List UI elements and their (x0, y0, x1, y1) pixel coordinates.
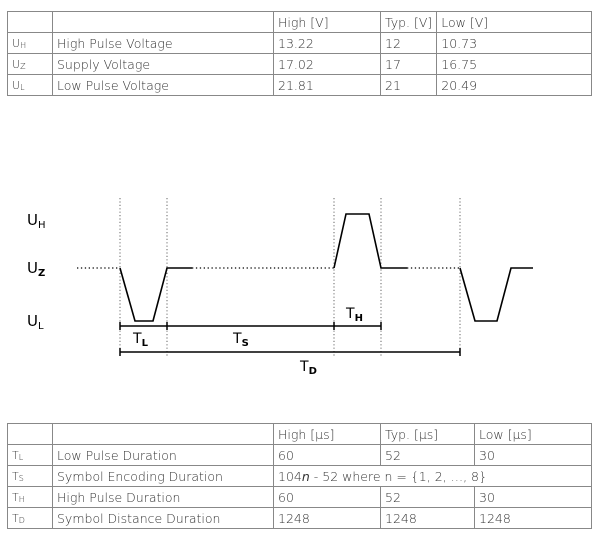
symbol-cell: TL (7, 444, 53, 466)
guide-lines (119, 198, 461, 357)
header-cell (52, 423, 274, 445)
uh-label: UH (27, 211, 46, 231)
low-cell: 20.49 (436, 74, 593, 96)
timing-brackets (120, 325, 460, 353)
header-cell: Typ. [µs] (380, 423, 475, 445)
typ-cell: 52 (380, 444, 475, 466)
header-cell: High [V] (273, 11, 381, 33)
th-label: TH (345, 306, 363, 324)
header-cell (7, 423, 53, 445)
timing-diagram: UH UZ UL TL TS TH TD (27, 198, 533, 377)
typ-cell: 1248 (380, 507, 475, 529)
header-cell: Low [µs] (474, 423, 592, 445)
name-cell: High Pulse Duration (52, 486, 274, 508)
header-cell: Typ. [V] (379, 11, 438, 33)
table-row: UH High Pulse Voltage 13.22 12 10.73 (7, 32, 593, 54)
low-pulse (119, 267, 192, 322)
typ-cell: 17 (379, 53, 438, 75)
table-row: TD Symbol Distance Duration 1248 1248 12… (7, 507, 592, 529)
header-cell (52, 11, 274, 33)
name-cell: High Pulse Voltage (52, 32, 274, 54)
high-cell: 21.81 (273, 74, 381, 96)
name-cell: Low Pulse Duration (52, 444, 274, 466)
formula-cell: 104n - 52 where n = {1, 2, …, 8} (273, 465, 592, 487)
waveform (119, 213, 533, 322)
header-cell: Low [V] (436, 11, 593, 33)
header-cell: High [µs] (273, 423, 381, 445)
high-cell: 1248 (273, 507, 381, 529)
table-row: TS Symbol Encoding Duration 104n - 52 wh… (7, 465, 592, 487)
bracket-ticks (119, 322, 461, 356)
table-row: TL Low Pulse Duration 60 52 30 (7, 444, 592, 466)
name-cell: Low Pulse Voltage (52, 74, 274, 96)
table-row: TH High Pulse Duration 60 52 30 (7, 486, 592, 508)
low-pulse (459, 267, 533, 322)
duration-table: High [µs] Typ. [µs] Low [µs] TL Low Puls… (7, 423, 592, 529)
duration-table-header: High [µs] Typ. [µs] Low [µs] (7, 423, 592, 445)
table-row: UZ Supply Voltage 17.02 17 16.75 (7, 53, 593, 75)
low-cell: 30 (474, 486, 592, 508)
low-cell: 10.73 (436, 32, 593, 54)
typ-cell: 21 (379, 74, 438, 96)
name-cell: Symbol Encoding Duration (52, 465, 274, 487)
symbol-cell: UZ (7, 53, 53, 75)
tl-label: TL (132, 331, 149, 349)
uz-label: UZ (27, 259, 45, 279)
ts-label: TS (232, 331, 249, 349)
low-cell: 1248 (474, 507, 592, 529)
high-cell: 60 (273, 486, 381, 508)
low-cell: 16.75 (436, 53, 593, 75)
table-row: UL Low Pulse Voltage 21.81 21 20.49 (7, 74, 593, 96)
ul-label: UL (27, 312, 44, 332)
high-pulse (333, 213, 407, 269)
typ-cell: 52 (380, 486, 475, 508)
header-cell (7, 11, 53, 33)
name-cell: Supply Voltage (52, 53, 274, 75)
high-cell: 60 (273, 444, 381, 466)
name-cell: Symbol Distance Duration (52, 507, 274, 529)
symbol-cell: TD (7, 507, 53, 529)
td-label: TD (299, 359, 317, 377)
typ-cell: 12 (379, 32, 438, 54)
voltage-table: High [V] Typ. [V] Low [V] UH High Pulse … (7, 11, 593, 96)
low-cell: 30 (474, 444, 592, 466)
symbol-cell: UL (7, 74, 53, 96)
high-cell: 17.02 (273, 53, 381, 75)
high-cell: 13.22 (273, 32, 381, 54)
symbol-cell: UH (7, 32, 53, 54)
symbol-cell: TH (7, 486, 53, 508)
voltage-table-header: High [V] Typ. [V] Low [V] (7, 11, 593, 33)
symbol-cell: TS (7, 465, 53, 487)
